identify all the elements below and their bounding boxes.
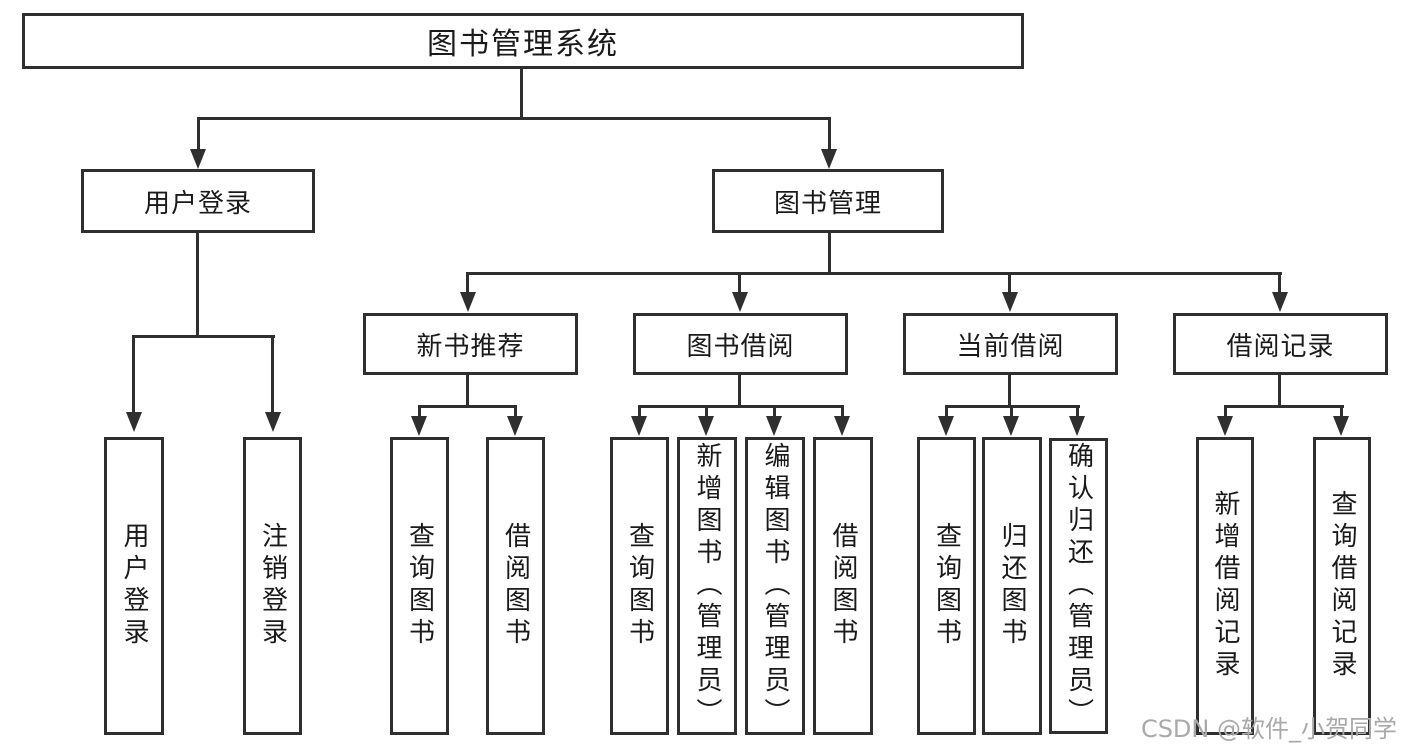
node-book-management: 图书管理 [712, 169, 944, 233]
leaf-add-books-admin: 新增图书（管理员） [677, 437, 737, 735]
connector-to-leaf [1076, 405, 1079, 418]
arrow-down-icon [1003, 416, 1019, 436]
leaf-edit-books-admin: 编辑图书（管理员） [745, 437, 805, 735]
leaf-user-login: 用户登录 [104, 437, 164, 735]
arrow-down-icon [411, 416, 427, 436]
arrow-down-icon [938, 416, 954, 436]
arrow-down-icon [766, 416, 782, 436]
connector-to-leaf [418, 405, 421, 418]
connector-to-book-management [828, 117, 831, 151]
connector-to-leaf [841, 405, 844, 418]
arrow-down-icon [126, 412, 142, 432]
connector-to-leaf [945, 405, 948, 418]
connector-book-management-stem [828, 233, 831, 275]
connector-to-leaf [638, 405, 641, 418]
arrow-down-icon [821, 149, 837, 169]
connector-root-stem [520, 66, 523, 120]
arrow-down-icon [1217, 416, 1233, 436]
node-borrow-records: 借阅记录 [1173, 313, 1388, 375]
connector-to-leaf [773, 405, 776, 418]
arrow-down-icon [1002, 292, 1018, 312]
connector-to-book-borrow [738, 272, 741, 294]
leaf-logout: 注销登录 [243, 437, 302, 735]
arrow-down-icon [1333, 416, 1349, 436]
node-book-borrow: 图书借阅 [633, 313, 848, 375]
arrow-down-icon [265, 412, 281, 432]
node-current-borrow: 当前借阅 [903, 313, 1118, 375]
connector-recommend-bar [418, 405, 517, 408]
connector-to-leaf [1340, 405, 1343, 418]
connector-current-stem [1008, 373, 1011, 407]
node-user-login: 用户登录 [81, 169, 315, 233]
arrow-down-icon [834, 416, 850, 436]
arrow-down-icon [698, 416, 714, 436]
leaf-query-borrow-record: 查询借阅记录 [1313, 437, 1371, 735]
connector-user-login-stem [196, 233, 199, 337]
leaf-query-books-current: 查询图书 [917, 437, 976, 735]
leaf-borrow-books: 借阅图书 [813, 437, 873, 735]
arrow-down-icon [1069, 416, 1085, 436]
connector-level1-bar [197, 117, 831, 120]
node-root-system: 图书管理系统 [22, 13, 1024, 69]
connector-to-leaf [1010, 405, 1013, 418]
arrow-down-icon [732, 292, 748, 312]
connector-borrow-bar [638, 405, 844, 408]
leaf-query-books-borrow: 查询图书 [610, 437, 669, 735]
connector-records-bar [1224, 405, 1344, 408]
connector-level2-bar [466, 272, 1282, 275]
connector-records-stem [1278, 373, 1281, 407]
connector-to-user-login [197, 117, 200, 151]
connector-borrow-stem [738, 373, 741, 407]
node-new-book-recommend: 新书推荐 [363, 313, 578, 375]
connector-to-leaf [1224, 405, 1227, 418]
arrow-down-icon [631, 416, 647, 436]
connector-to-borrow-records [1278, 272, 1281, 294]
connector-to-new-book-recommend [466, 272, 469, 294]
connector-to-current-borrow [1008, 272, 1011, 294]
leaf-return-books: 归还图书 [982, 437, 1042, 735]
leaf-query-books-recommend: 查询图书 [390, 437, 449, 735]
arrow-down-icon [507, 416, 523, 436]
connector-to-leaf [705, 405, 708, 418]
arrow-down-icon [190, 149, 206, 169]
leaf-confirm-return-admin: 确认归还（管理员） [1049, 438, 1108, 734]
leaf-add-borrow-record: 新增借阅记录 [1196, 437, 1254, 735]
connector-to-leaf [514, 405, 517, 418]
connector-to-leaf-user-login [132, 335, 135, 414]
connector-to-leaf-logout [271, 335, 274, 414]
leaf-borrow-books-recommend: 借阅图书 [486, 437, 545, 735]
arrow-down-icon [1272, 292, 1288, 312]
connector-recommend-stem [466, 373, 469, 407]
arrow-down-icon [460, 292, 476, 312]
connector-user-login-bar [132, 335, 275, 338]
